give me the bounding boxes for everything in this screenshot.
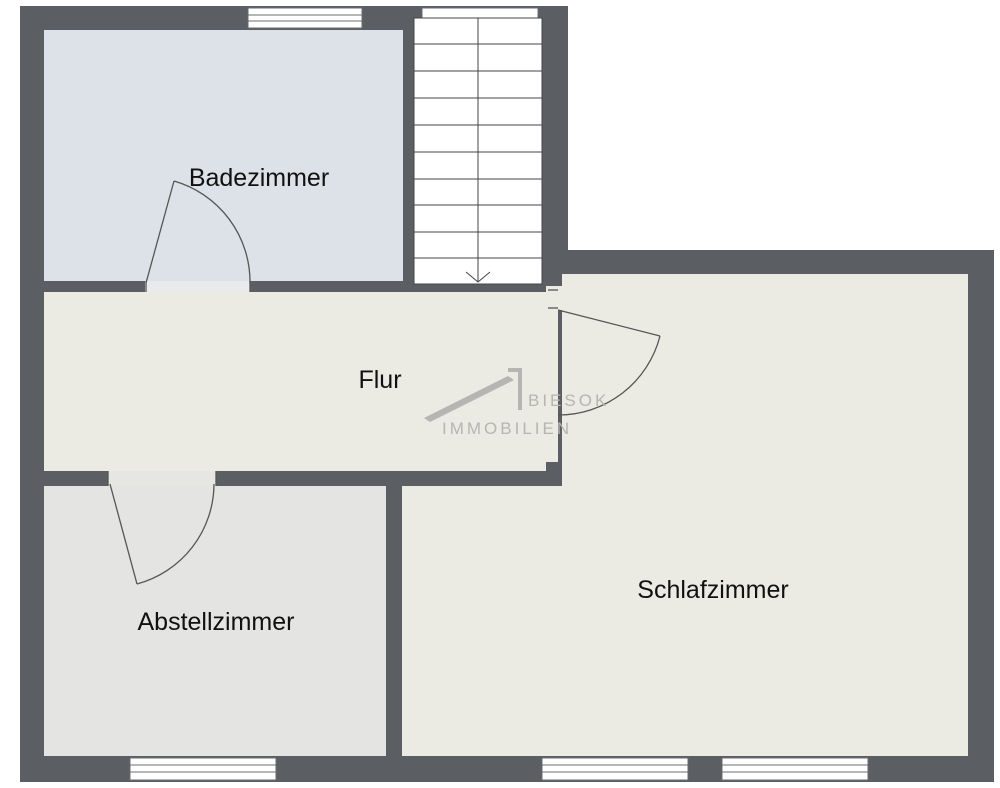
window-badezimmer bbox=[247, 7, 363, 29]
badezimmer-floor bbox=[44, 30, 403, 281]
window-schlafzimmer-2 bbox=[721, 757, 869, 781]
watermark-line-1: BIESOK bbox=[528, 391, 609, 410]
door-badezimmer bbox=[145, 180, 251, 292]
window-schlafzimmer-1 bbox=[541, 757, 689, 781]
room-label-badezimmer: Badezimmer bbox=[189, 164, 329, 192]
door-abstellzimmer bbox=[107, 471, 217, 585]
watermark-line-2: IMMOBILIEN bbox=[442, 419, 572, 438]
stair-direction-arrow-icon bbox=[465, 271, 491, 283]
room-label-abstellzimmer: Abstellzimmer bbox=[138, 608, 295, 636]
flur-floor bbox=[44, 286, 558, 471]
window-abstellzimmer bbox=[129, 757, 277, 781]
room-label-schlafzimmer: Schlafzimmer bbox=[637, 576, 788, 604]
watermark: BIESOK IMMOBILIEN bbox=[424, 368, 609, 438]
door-schlafzimmer bbox=[546, 286, 661, 416]
abstellzimmer-floor bbox=[44, 486, 386, 756]
doors bbox=[107, 180, 661, 585]
room-label-flur: Flur bbox=[358, 366, 401, 394]
schlafzimmer-floor bbox=[402, 274, 968, 756]
window-stairs bbox=[421, 7, 539, 19]
windows bbox=[129, 7, 869, 781]
staircase bbox=[413, 17, 543, 285]
watermark-logo-icon bbox=[424, 368, 522, 422]
room-floors bbox=[44, 18, 968, 756]
room-labels: Badezimmer Flur Abstellzimmer Schlafzimm… bbox=[138, 164, 789, 636]
